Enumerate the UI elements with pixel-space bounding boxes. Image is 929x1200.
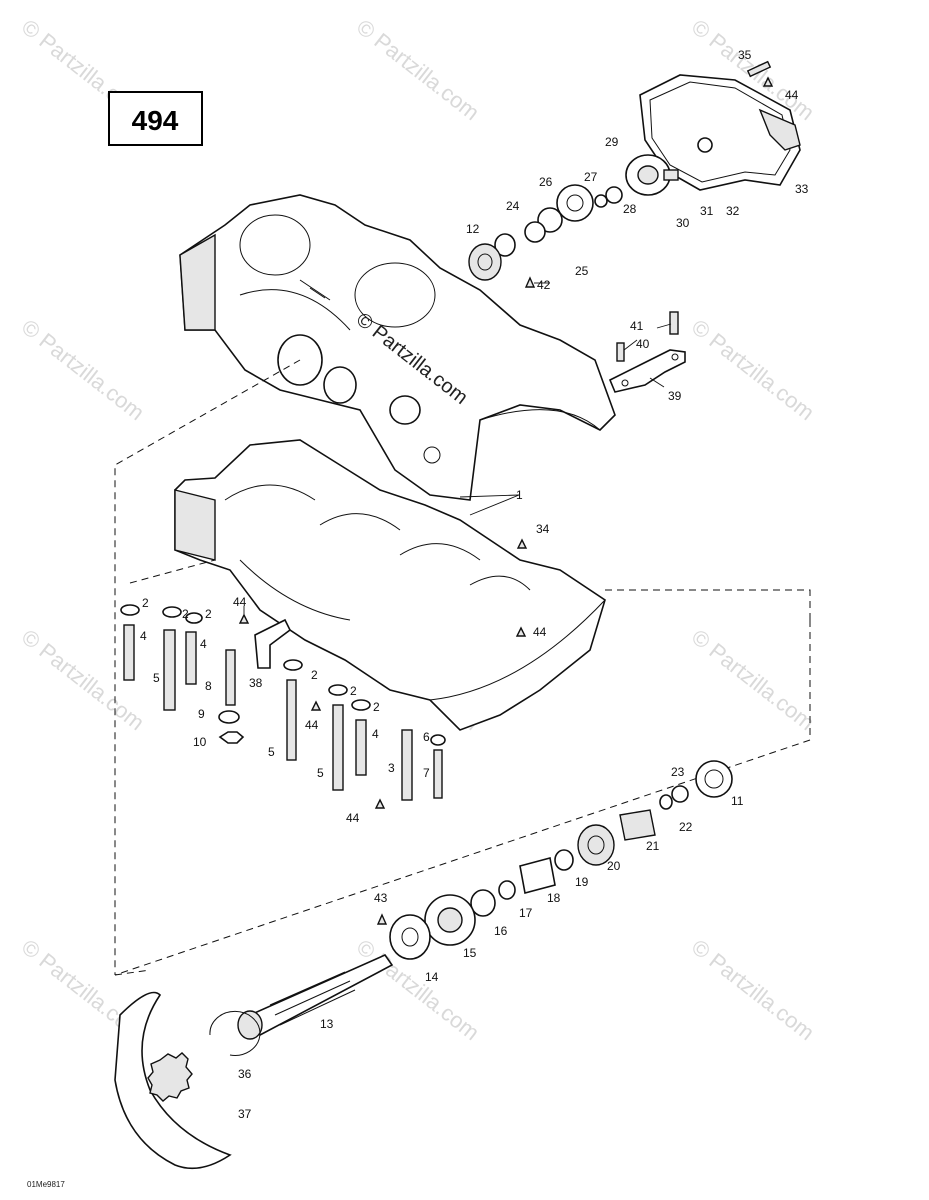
callout-43: 43: [374, 891, 388, 905]
callout-22: 22: [679, 820, 693, 834]
callout-12: 12: [466, 222, 480, 236]
callout-20: 20: [607, 859, 621, 873]
callout-labels: 35 44 29 33 26 27 28 30 31 32 24 12 25 4…: [140, 48, 809, 1121]
callout-4: 4: [200, 637, 207, 651]
callout-44: 44: [233, 595, 247, 609]
watermark-text: © Partzilla.com: [17, 314, 149, 425]
callout-2: 2: [311, 668, 318, 682]
callout-27: 27: [584, 170, 598, 184]
callout-23: 23: [671, 765, 685, 779]
callout-4: 4: [140, 629, 147, 643]
bracket-39: [608, 311, 686, 393]
assembly-guides: [114, 359, 811, 976]
callout-7: 7: [423, 766, 430, 780]
watermark-text: © Partzilla.com: [352, 14, 484, 125]
callout-44: 44: [305, 718, 319, 732]
callout-2: 2: [350, 684, 357, 698]
callout-5: 5: [317, 766, 324, 780]
callout-4: 4: [372, 727, 379, 741]
callout-9: 9: [198, 707, 205, 721]
callout-1: 1: [516, 488, 523, 502]
callout-38: 38: [249, 676, 263, 690]
callout-31: 31: [700, 204, 714, 218]
callout-6: 6: [423, 730, 430, 744]
callout-2: 2: [205, 607, 212, 621]
callout-8: 8: [205, 679, 212, 693]
callout-2: 2: [182, 607, 189, 621]
callout-16: 16: [494, 924, 508, 938]
pump-cover-group: [468, 60, 801, 288]
callout-42: 42: [537, 278, 551, 292]
callout-18: 18: [547, 891, 561, 905]
callout-3: 3: [388, 761, 395, 775]
lower-crankcase: [174, 439, 606, 731]
callout-30: 30: [676, 216, 690, 230]
watermark-text: © Partzilla.com: [687, 624, 819, 735]
callout-28: 28: [623, 202, 637, 216]
drive-shaft-assembly: [114, 760, 733, 1170]
callout-29: 29: [605, 135, 619, 149]
callout-26: 26: [539, 175, 553, 189]
callout-37: 37: [238, 1107, 252, 1121]
callout-21: 21: [646, 839, 660, 853]
diagram-number-box: 494: [108, 91, 203, 146]
callout-25: 25: [575, 264, 589, 278]
callout-33: 33: [795, 182, 809, 196]
fastener-set: [120, 538, 528, 809]
callout-32: 32: [726, 204, 740, 218]
callout-5: 5: [268, 745, 275, 759]
callout-2: 2: [142, 596, 149, 610]
callout-34: 34: [536, 522, 550, 536]
callout-39: 39: [668, 389, 682, 403]
callout-11: 11: [731, 794, 744, 808]
callout-35: 35: [738, 48, 752, 62]
watermark-text: © Partzilla.com: [687, 934, 819, 1045]
callout-44: 44: [346, 811, 360, 825]
leader-lines: [243, 282, 672, 615]
callout-15: 15: [463, 946, 477, 960]
callout-10: 10: [193, 735, 207, 749]
callout-19: 19: [575, 875, 589, 889]
callout-17: 17: [519, 906, 533, 920]
callout-2: 2: [373, 700, 380, 714]
upper-crankcase: [179, 194, 616, 501]
callout-40: 40: [636, 337, 650, 351]
watermark-text: © Partzilla.com: [687, 314, 819, 425]
callout-44: 44: [785, 88, 799, 102]
callout-14: 14: [425, 970, 439, 984]
callout-44: 44: [533, 625, 547, 639]
callout-13: 13: [320, 1017, 334, 1031]
callout-36: 36: [238, 1067, 252, 1081]
callout-24: 24: [506, 199, 520, 213]
callout-5: 5: [153, 671, 160, 685]
callout-41: 41: [630, 319, 644, 333]
diagram-number: 494: [132, 105, 179, 136]
drawing-code: 01Me9817: [27, 1180, 65, 1189]
